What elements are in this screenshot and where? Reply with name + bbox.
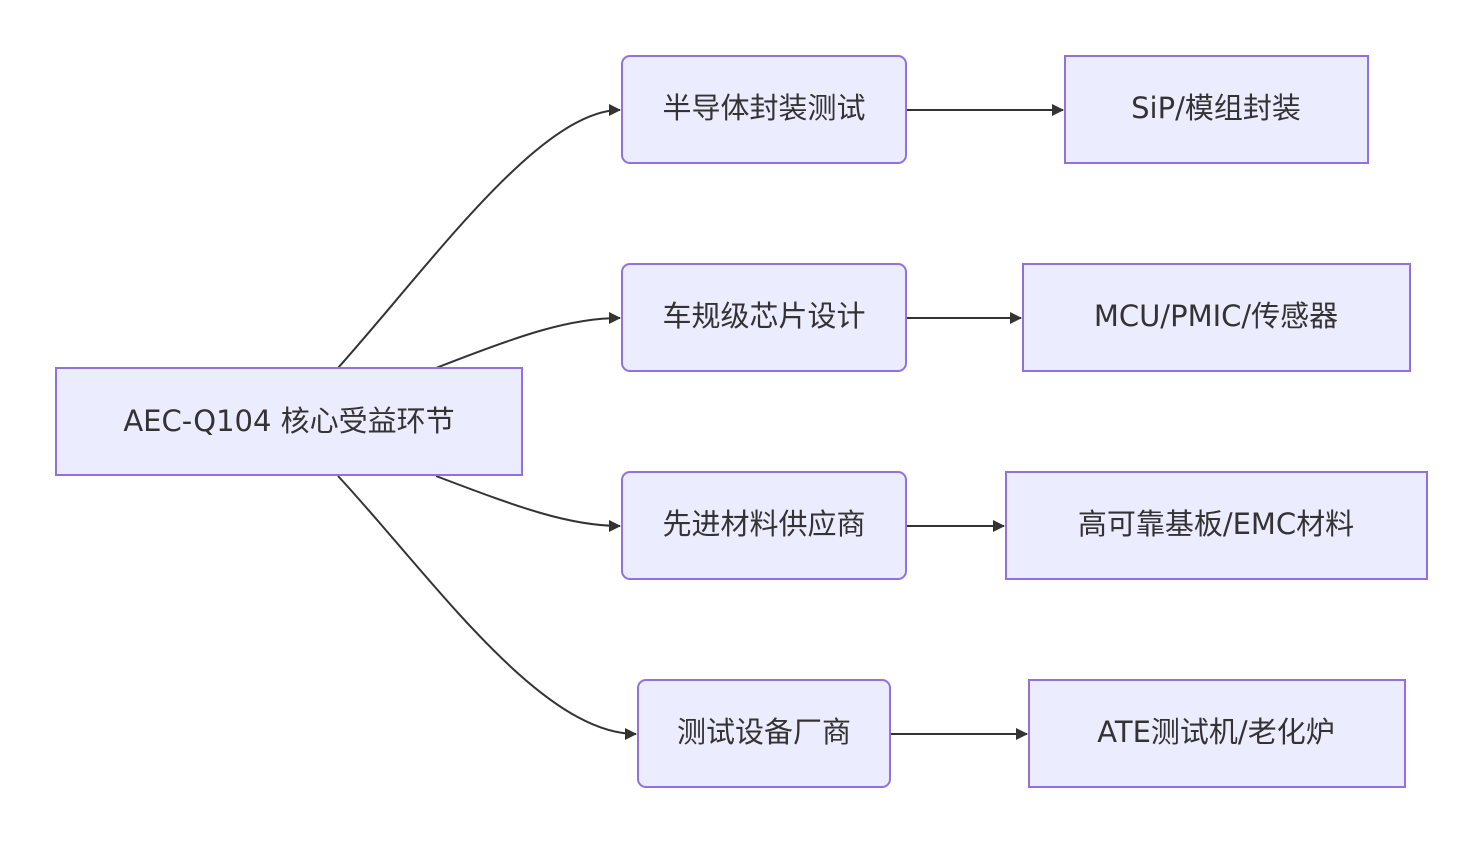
node-packaging-test[interactable]: 半导体封装测试 bbox=[621, 55, 907, 164]
edge-root-to-test-equipment bbox=[337, 475, 637, 740]
node-root[interactable]: AEC-Q104 核心受益环节 bbox=[55, 367, 523, 476]
node-chip-design-box bbox=[621, 263, 907, 372]
node-substrate-emc[interactable]: 高可靠基板/EMC材料 bbox=[1005, 471, 1428, 580]
node-sip-module-label: SiP/模组封装 bbox=[1131, 91, 1301, 125]
node-root-label: AEC-Q104 核心受益环节 bbox=[123, 404, 454, 438]
node-root-box bbox=[55, 367, 523, 476]
node-packaging-test-label: 半导体封装测试 bbox=[662, 91, 865, 125]
node-sip-module[interactable]: SiP/模组封装 bbox=[1064, 55, 1369, 164]
node-test-equipment[interactable]: 测试设备厂商 bbox=[637, 679, 891, 788]
edge-root-to-materials bbox=[435, 475, 621, 532]
edge-root-to-chip-design bbox=[435, 312, 621, 369]
node-mcu-pmic-sensor-label: MCU/PMIC/传感器 bbox=[1094, 299, 1338, 333]
node-test-equipment-label: 测试设备厂商 bbox=[677, 715, 851, 749]
node-mcu-pmic-sensor[interactable]: MCU/PMIC/传感器 bbox=[1022, 263, 1411, 372]
node-substrate-emc-label: 高可靠基板/EMC材料 bbox=[1078, 507, 1354, 541]
node-mcu-pmic-sensor-box bbox=[1022, 263, 1411, 372]
node-chip-design-label: 车规级芯片设计 bbox=[662, 299, 865, 333]
node-materials-box bbox=[621, 471, 907, 580]
node-ate-burn-in-label: ATE测试机/老化炉 bbox=[1097, 715, 1334, 749]
node-ate-burn-in[interactable]: ATE测试机/老化炉 bbox=[1028, 679, 1406, 788]
node-packaging-test-box bbox=[621, 55, 907, 164]
node-test-equipment-box bbox=[637, 679, 891, 788]
node-substrate-emc-box bbox=[1005, 471, 1428, 580]
node-chip-design[interactable]: 车规级芯片设计 bbox=[621, 263, 907, 372]
node-ate-burn-in-box bbox=[1028, 679, 1406, 788]
node-materials-label: 先进材料供应商 bbox=[662, 507, 865, 541]
node-sip-module-box bbox=[1064, 55, 1369, 164]
node-materials[interactable]: 先进材料供应商 bbox=[621, 471, 907, 580]
edge-root-to-packaging-test bbox=[337, 104, 621, 369]
